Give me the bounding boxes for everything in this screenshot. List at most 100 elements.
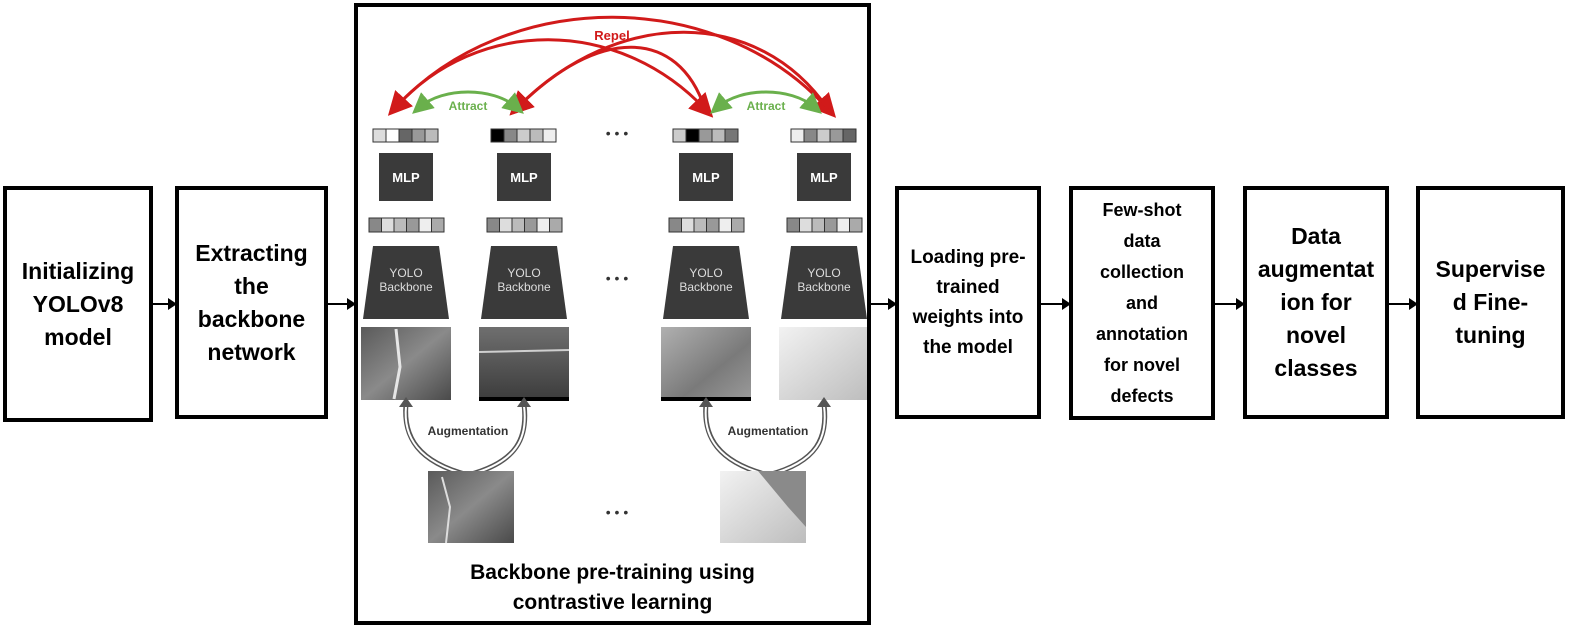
embedding-cell-top bbox=[542, 128, 557, 143]
attract-label-right: Attract bbox=[747, 99, 786, 113]
step-4-line: annotation bbox=[1096, 323, 1188, 344]
embedding-cell-mid bbox=[811, 217, 825, 233]
yolo-backbone-block bbox=[481, 246, 567, 319]
embedding-cell-mid bbox=[849, 217, 863, 233]
yolo-backbone-block bbox=[781, 246, 867, 319]
embedding-cell-mid bbox=[368, 217, 382, 233]
augmented-image bbox=[361, 327, 451, 400]
caption-line: contrastive learning bbox=[512, 591, 713, 614]
embedding-cell-mid bbox=[836, 217, 850, 233]
embedding-cell-mid bbox=[393, 217, 407, 233]
mlp-label: MLP bbox=[692, 170, 720, 185]
embedding-cell-top bbox=[398, 128, 413, 143]
embedding-cell-top bbox=[490, 128, 505, 143]
backbone-label-line2: Backbone bbox=[679, 280, 733, 294]
step-3-line: weights into bbox=[912, 306, 1024, 328]
embedding-cell-mid bbox=[418, 217, 432, 233]
step-2-line: backbone bbox=[197, 305, 306, 332]
embedding-cell-top bbox=[803, 128, 818, 143]
step-3-line: trained bbox=[936, 276, 1000, 298]
augmentation-label-right: Augmentation bbox=[728, 424, 809, 438]
embedding-cell-mid bbox=[486, 217, 500, 233]
step-4-line: for novel bbox=[1103, 354, 1180, 375]
embedding-cell-mid bbox=[549, 217, 563, 233]
backbone-label-line2: Backbone bbox=[497, 280, 551, 294]
mlp-block bbox=[679, 153, 733, 201]
embedding-cell-top bbox=[724, 128, 739, 143]
embedding-cell-mid bbox=[499, 217, 513, 233]
mlp-block bbox=[497, 153, 551, 201]
step-5-line: classes bbox=[1274, 355, 1358, 381]
step-1-line: YOLOv8 bbox=[32, 290, 124, 317]
step-5-line: Data bbox=[1291, 223, 1341, 249]
repel-arrows bbox=[387, 15, 837, 118]
step-supervised-finetuning: Supervise d Fine- tuning bbox=[1416, 186, 1565, 419]
backbone-label-line1: YOLO bbox=[689, 266, 722, 280]
backbone-label-line2: Backbone bbox=[379, 280, 433, 294]
mlp-label: MLP bbox=[810, 170, 838, 185]
step-2-line: Extracting bbox=[195, 239, 308, 266]
backbone-label-line1: YOLO bbox=[507, 266, 540, 280]
backbone-label-line1: YOLO bbox=[807, 266, 840, 280]
contrastive-learning-diagram: Repel Attract Attract MLPYOLOBackboneMLP… bbox=[361, 15, 867, 544]
embedding-cell-top bbox=[529, 128, 544, 143]
embedding-cell-top bbox=[829, 128, 844, 143]
embedding-cell-mid bbox=[731, 217, 745, 233]
mlp-label: MLP bbox=[392, 170, 420, 185]
embedding-cell-top bbox=[503, 128, 518, 143]
ellipsis-bottom: • • • bbox=[606, 504, 629, 520]
step-6-line: Supervise bbox=[1435, 256, 1546, 282]
embedding-cell-mid bbox=[511, 217, 525, 233]
step-load-weights: Loading pre- trained weights into the mo… bbox=[895, 186, 1041, 419]
embedding-cell-mid bbox=[524, 217, 538, 233]
step-3-line: the model bbox=[923, 336, 1013, 358]
embedding-cell-top bbox=[411, 128, 426, 143]
source-image-right-edge bbox=[758, 471, 806, 527]
embedding-cell-mid bbox=[668, 217, 682, 233]
backbone-label-line2: Backbone bbox=[797, 280, 851, 294]
step-6-line: d Fine- bbox=[1452, 289, 1529, 315]
step-1-line: Initializing bbox=[21, 257, 135, 284]
augmentation-label-left: Augmentation bbox=[428, 424, 509, 438]
step-5-line: augmentat bbox=[1257, 256, 1375, 282]
step-2-line: the bbox=[234, 272, 269, 299]
backbone-label-line1: YOLO bbox=[389, 266, 422, 280]
step-4-line: Few-shot bbox=[1102, 199, 1182, 220]
augmented-image bbox=[479, 327, 569, 400]
step-4-line: and bbox=[1125, 292, 1158, 313]
embedding-cell-top bbox=[372, 128, 387, 143]
embedding-cell-top bbox=[816, 128, 831, 143]
mlp-block bbox=[797, 153, 851, 201]
embedding-cell-mid bbox=[718, 217, 732, 233]
arrow-5-6 bbox=[1389, 298, 1418, 310]
step-data-augmentation: Data augmentat ion for novel classes bbox=[1243, 186, 1389, 419]
embedding-cell-mid bbox=[536, 217, 550, 233]
ellipsis-top: • • • bbox=[606, 125, 629, 141]
embedding-cell-top bbox=[698, 128, 713, 143]
embedding-cell-top bbox=[790, 128, 805, 143]
caption-line: Backbone pre-training using bbox=[470, 561, 755, 584]
augmented-image bbox=[779, 327, 867, 400]
arrow-1-2 bbox=[153, 298, 177, 310]
embedding-cell-mid bbox=[681, 217, 695, 233]
embedding-cell-top bbox=[842, 128, 857, 143]
mlp-block bbox=[379, 153, 433, 201]
source-image-left-crack bbox=[441, 476, 452, 544]
arrow-2-center bbox=[328, 298, 356, 310]
embedding-cell-mid bbox=[381, 217, 395, 233]
center-caption: Backbone pre-training using contrastive … bbox=[358, 558, 867, 618]
arrow-center-3 bbox=[871, 298, 897, 310]
augmentation-arrowheads bbox=[399, 397, 831, 407]
arrow-3-4 bbox=[1041, 298, 1071, 310]
embedding-cell-top bbox=[711, 128, 726, 143]
embedding-cell-mid bbox=[406, 217, 420, 233]
step-initializing-yolov8: Initializing YOLOv8 model bbox=[3, 186, 153, 422]
step-2-line: network bbox=[207, 338, 296, 365]
augmentation-arrows bbox=[403, 403, 828, 478]
step-3-line: Loading pre- bbox=[910, 246, 1026, 268]
step-4-line: collection bbox=[1099, 261, 1184, 282]
step-5-line: ion for bbox=[1280, 289, 1352, 315]
attract-label-left: Attract bbox=[449, 99, 488, 113]
step-4-line: defects bbox=[1110, 385, 1174, 406]
